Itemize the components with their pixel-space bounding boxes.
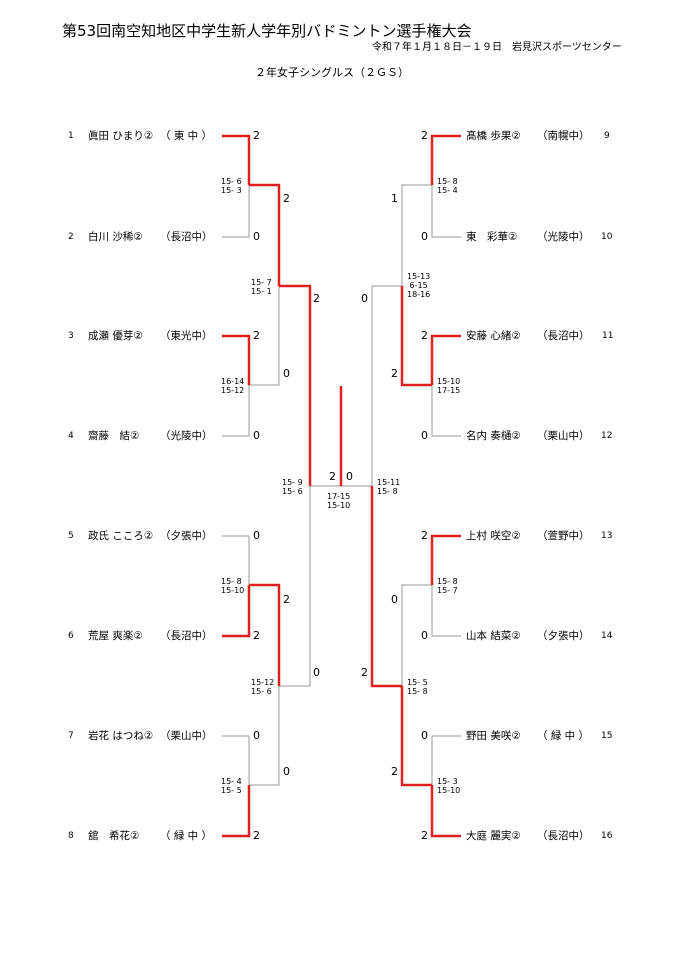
seed-number: 5: [68, 531, 74, 541]
player-team: （長沼中）: [537, 830, 590, 842]
game-score: 15- 8 15- 4: [437, 177, 458, 195]
game-score: 15- 9 15- 6: [282, 478, 303, 496]
match-score: 2: [283, 192, 290, 205]
seed-number: 4: [68, 431, 74, 441]
match-score: 2: [421, 129, 428, 142]
match-score: 2: [283, 593, 290, 606]
seed-number: 7: [68, 731, 74, 741]
player-team: （光陵中）: [537, 231, 590, 243]
player-team: （東光中）: [160, 330, 213, 342]
player-name: 山本 結菜②: [466, 630, 521, 642]
game-score: 15- 3 15-10: [437, 777, 461, 795]
date-venue: 令和７年１月１８日－１９日 岩見沢スポーツセンター: [372, 42, 622, 53]
player-team: （夕張中）: [537, 630, 590, 642]
player-name: 大庭 麗実②: [466, 830, 521, 842]
game-score: 15-13 6-15 18-16: [407, 272, 431, 299]
match-score: 0: [421, 629, 428, 642]
game-score: 15- 4 15- 5: [221, 777, 242, 795]
player-team: （栗山中）: [160, 730, 213, 742]
match-score: 0: [421, 729, 428, 742]
match-score: 0: [421, 429, 428, 442]
match-score: 2: [421, 529, 428, 542]
seed-number: 1: [68, 131, 74, 141]
player-name: 齋藤 結②: [88, 430, 140, 442]
player-team: （夕張中）: [160, 530, 213, 542]
game-score: 15-10 17-15: [437, 377, 461, 395]
game-score: 15- 8 15-10: [221, 577, 245, 595]
game-score: 15-11 15- 8: [377, 478, 401, 496]
player-team: （長沼中）: [160, 630, 213, 642]
match-score: 2: [361, 666, 368, 679]
match-score: 0: [313, 666, 320, 679]
match-score: 0: [361, 292, 368, 305]
match-score: 2: [253, 629, 260, 642]
match-score: 0: [253, 429, 260, 442]
game-score: 15- 7 15- 1: [251, 278, 272, 296]
player-name: 白川 沙稀②: [88, 231, 143, 243]
game-score: 15- 8 15- 7: [437, 577, 458, 595]
game-score: 15- 6 15- 3: [221, 177, 242, 195]
match-score: 2: [253, 329, 260, 342]
match-score: 2: [253, 829, 260, 842]
seed-number: 2: [68, 232, 74, 242]
player-team: （長沼中）: [160, 231, 213, 243]
player-team: （ 東 中 ）: [160, 130, 213, 142]
game-score: 15-12 15- 6: [251, 678, 275, 696]
seed-number: 6: [68, 631, 74, 641]
match-score: 2: [391, 765, 398, 778]
player-team: （南幌中）: [537, 130, 590, 142]
game-score: 15- 5 15- 8: [407, 678, 428, 696]
match-score: 2: [391, 367, 398, 380]
final-score: 2: [329, 470, 336, 483]
seed-number: 16: [601, 831, 613, 841]
seed-number: 15: [601, 731, 613, 741]
match-score: 2: [253, 129, 260, 142]
player-name: 成瀬 優芽②: [88, 330, 143, 342]
seed-number: 8: [68, 831, 74, 841]
player-team: （ 緑 中 ）: [537, 730, 590, 742]
player-team: （長沼中）: [537, 330, 590, 342]
game-score: 16-14 15-12: [221, 377, 245, 395]
player-team: （栗山中）: [537, 430, 590, 442]
player-team: （光陵中）: [160, 430, 213, 442]
player-name: 荒屋 爽楽②: [88, 630, 143, 642]
match-score: 0: [283, 367, 290, 380]
seed-number: 3: [68, 331, 74, 341]
player-name: 上村 咲空②: [466, 530, 521, 542]
seed-number: 10: [601, 232, 613, 242]
player-team: （ 緑 中 ）: [160, 830, 213, 842]
match-score: 0: [253, 729, 260, 742]
match-score: 1: [391, 192, 398, 205]
match-score: 0: [421, 230, 428, 243]
player-name: 髙橋 歩果②: [466, 130, 521, 142]
seed-number: 13: [601, 531, 613, 541]
player-name: 政氏 こころ②: [88, 530, 154, 542]
player-name: 安藤 心緒②: [466, 330, 521, 342]
player-name: 東 彩華②: [466, 231, 518, 243]
event-title: ２年女子シングルス（２ＧＳ）: [255, 66, 409, 79]
seed-number: 14: [601, 631, 613, 641]
match-score: 0: [253, 529, 260, 542]
seed-number: 11: [602, 331, 614, 341]
match-score: 0: [391, 593, 398, 606]
final-score: 0: [346, 470, 353, 483]
player-name: 名内 奏樋②: [466, 430, 521, 442]
page-title: 第53回南空知地区中学生新人学年別バドミントン選手権大会: [62, 22, 472, 40]
player-name: 眞田 ひまり②: [88, 130, 154, 142]
match-score: 0: [283, 765, 290, 778]
seed-number: 12: [601, 431, 613, 441]
match-score: 2: [421, 329, 428, 342]
seed-number: 9: [604, 131, 610, 141]
match-score: 2: [421, 829, 428, 842]
match-score: 0: [253, 230, 260, 243]
player-team: （萱野中）: [537, 530, 590, 542]
player-name: 舘 希花②: [88, 830, 140, 842]
player-name: 野田 美咲②: [466, 730, 521, 742]
final-game-score: 17-15 15-10: [327, 492, 351, 510]
player-name: 岩花 はつね②: [88, 730, 154, 742]
match-score: 2: [313, 292, 320, 305]
